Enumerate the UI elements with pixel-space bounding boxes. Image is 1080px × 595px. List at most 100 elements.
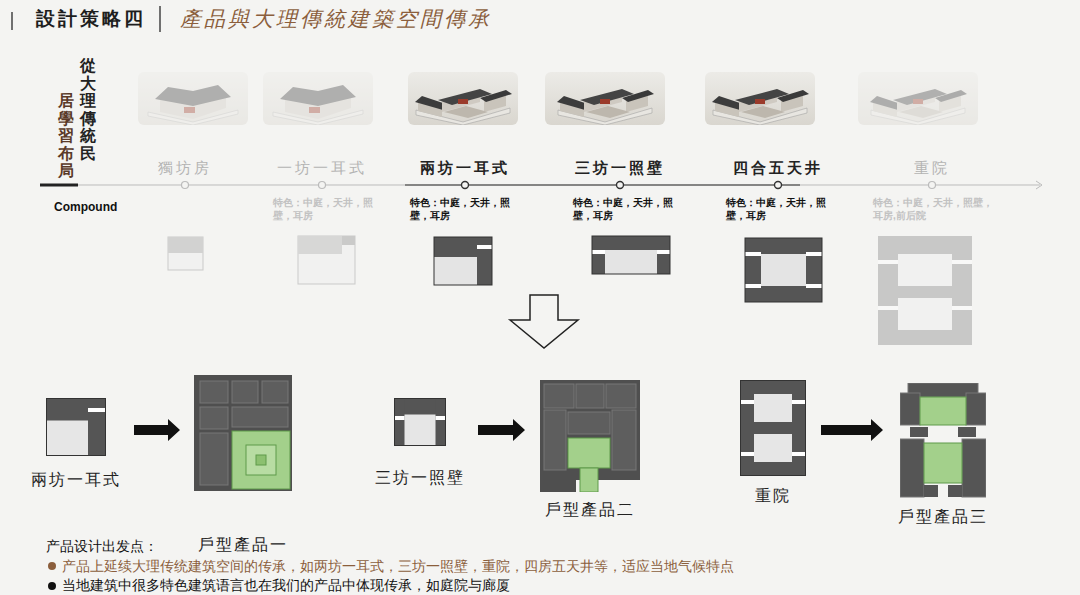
shape [606, 384, 636, 408]
plan-caption: 戶型產品三 [893, 507, 993, 528]
feature-note: 特色：中庭，天井，照壁，耳房,前后院 [873, 196, 995, 222]
shape [958, 427, 976, 437]
art-shape [78, 185, 1040, 186]
art-shape [592, 236, 670, 274]
shape [395, 399, 446, 446]
shape [544, 410, 566, 470]
shape [232, 407, 288, 427]
shape [948, 485, 962, 497]
shape [568, 412, 610, 434]
vertical-heading: 從大理傳統民 [80, 57, 96, 163]
shape [900, 439, 924, 497]
art-shape [657, 250, 670, 254]
art-shape [806, 284, 822, 288]
shape [194, 375, 292, 491]
shape [232, 381, 258, 403]
art-shape [342, 236, 355, 245]
shape [200, 433, 228, 485]
art-shape [168, 237, 203, 270]
shape [920, 397, 966, 425]
art-shape [858, 72, 978, 125]
stage-label: 兩坊一耳式 [420, 159, 510, 178]
art-shape [952, 306, 972, 310]
art-shape [434, 237, 492, 285]
shape [580, 468, 598, 492]
shape [47, 399, 106, 456]
art-shape [745, 238, 822, 302]
feature-note: 特色：中庭，天井，照壁，耳房 [573, 196, 691, 222]
shape [900, 393, 920, 425]
shape [754, 394, 792, 422]
art-shape [557, 89, 654, 125]
slide-title: 設計策略四 [36, 6, 146, 32]
art-shape [898, 298, 952, 330]
art-shape [858, 72, 978, 125]
shape [544, 384, 574, 408]
shape [741, 381, 806, 476]
feature-note: 特色：中庭，天井，照壁，耳房 [273, 196, 391, 222]
art-shape [477, 237, 492, 285]
stage-label: 重院 [914, 159, 950, 178]
art-shape [148, 85, 238, 125]
shape [200, 381, 228, 403]
stage-label: 四合五天井 [733, 159, 823, 178]
note-bullet: 产品上延续大理传统建筑空间的传承，如两坊一耳式，三坊一照壁，重院，四房五天井等，… [62, 558, 734, 576]
plan-figure [194, 375, 292, 491]
subtitle: 產品與大理傳統建築空間傳承 [180, 5, 492, 33]
shape [395, 399, 446, 446]
art-shape [705, 72, 815, 125]
art-shape [434, 237, 492, 285]
art-shape [477, 245, 492, 249]
plan-node: 兩坊一耳式 [28, 398, 124, 491]
shape [924, 485, 938, 497]
shape [88, 408, 106, 412]
art-shape [48, 562, 56, 570]
art-shape [712, 89, 809, 125]
plan-figure [740, 380, 806, 476]
art-shape [878, 236, 972, 345]
art-shape [745, 252, 761, 256]
art-shape [48, 582, 56, 590]
art-shape [11, 12, 13, 30]
shape [792, 400, 806, 404]
art-shape [878, 260, 898, 264]
shape [436, 416, 446, 420]
plan-figure [46, 398, 106, 456]
block-arrow [821, 419, 883, 441]
plan-node: 三坊一照壁 [372, 398, 468, 489]
art-shape [592, 236, 605, 274]
shape [88, 399, 106, 456]
note-bullet: 当地建筑中很多特色建筑语言也在我们的产品中体现传承，如庭院与廊厦 [62, 577, 510, 595]
plan-node: 戶型產品二 [535, 380, 645, 521]
art-shape [510, 295, 578, 348]
art-shape [273, 85, 363, 125]
stage-label: 三坊一照壁 [575, 159, 665, 178]
plan-node: 戶型產品一 [190, 375, 296, 556]
plan-figure [900, 383, 986, 499]
plan-caption: 戶型產品一 [190, 535, 296, 556]
block-arrow [478, 419, 525, 441]
art-shape [138, 72, 248, 125]
plan-figure [540, 380, 640, 492]
art-shape [952, 260, 972, 264]
art-shape [775, 182, 782, 189]
art-shape [617, 182, 624, 189]
plan-caption: 三坊一照壁 [372, 468, 468, 489]
art-shape [898, 254, 952, 286]
art-shape [745, 238, 822, 302]
art-shape [298, 236, 355, 284]
stage-label: 獨坊房 [158, 159, 212, 178]
shape [966, 393, 986, 425]
art-shape [462, 182, 469, 189]
art-shape [168, 237, 203, 253]
shape [962, 439, 986, 497]
art-shape [40, 184, 78, 187]
shape [568, 438, 610, 468]
art-shape [138, 72, 373, 125]
shape [47, 399, 106, 456]
shape [741, 381, 806, 476]
art-shape [745, 284, 761, 288]
